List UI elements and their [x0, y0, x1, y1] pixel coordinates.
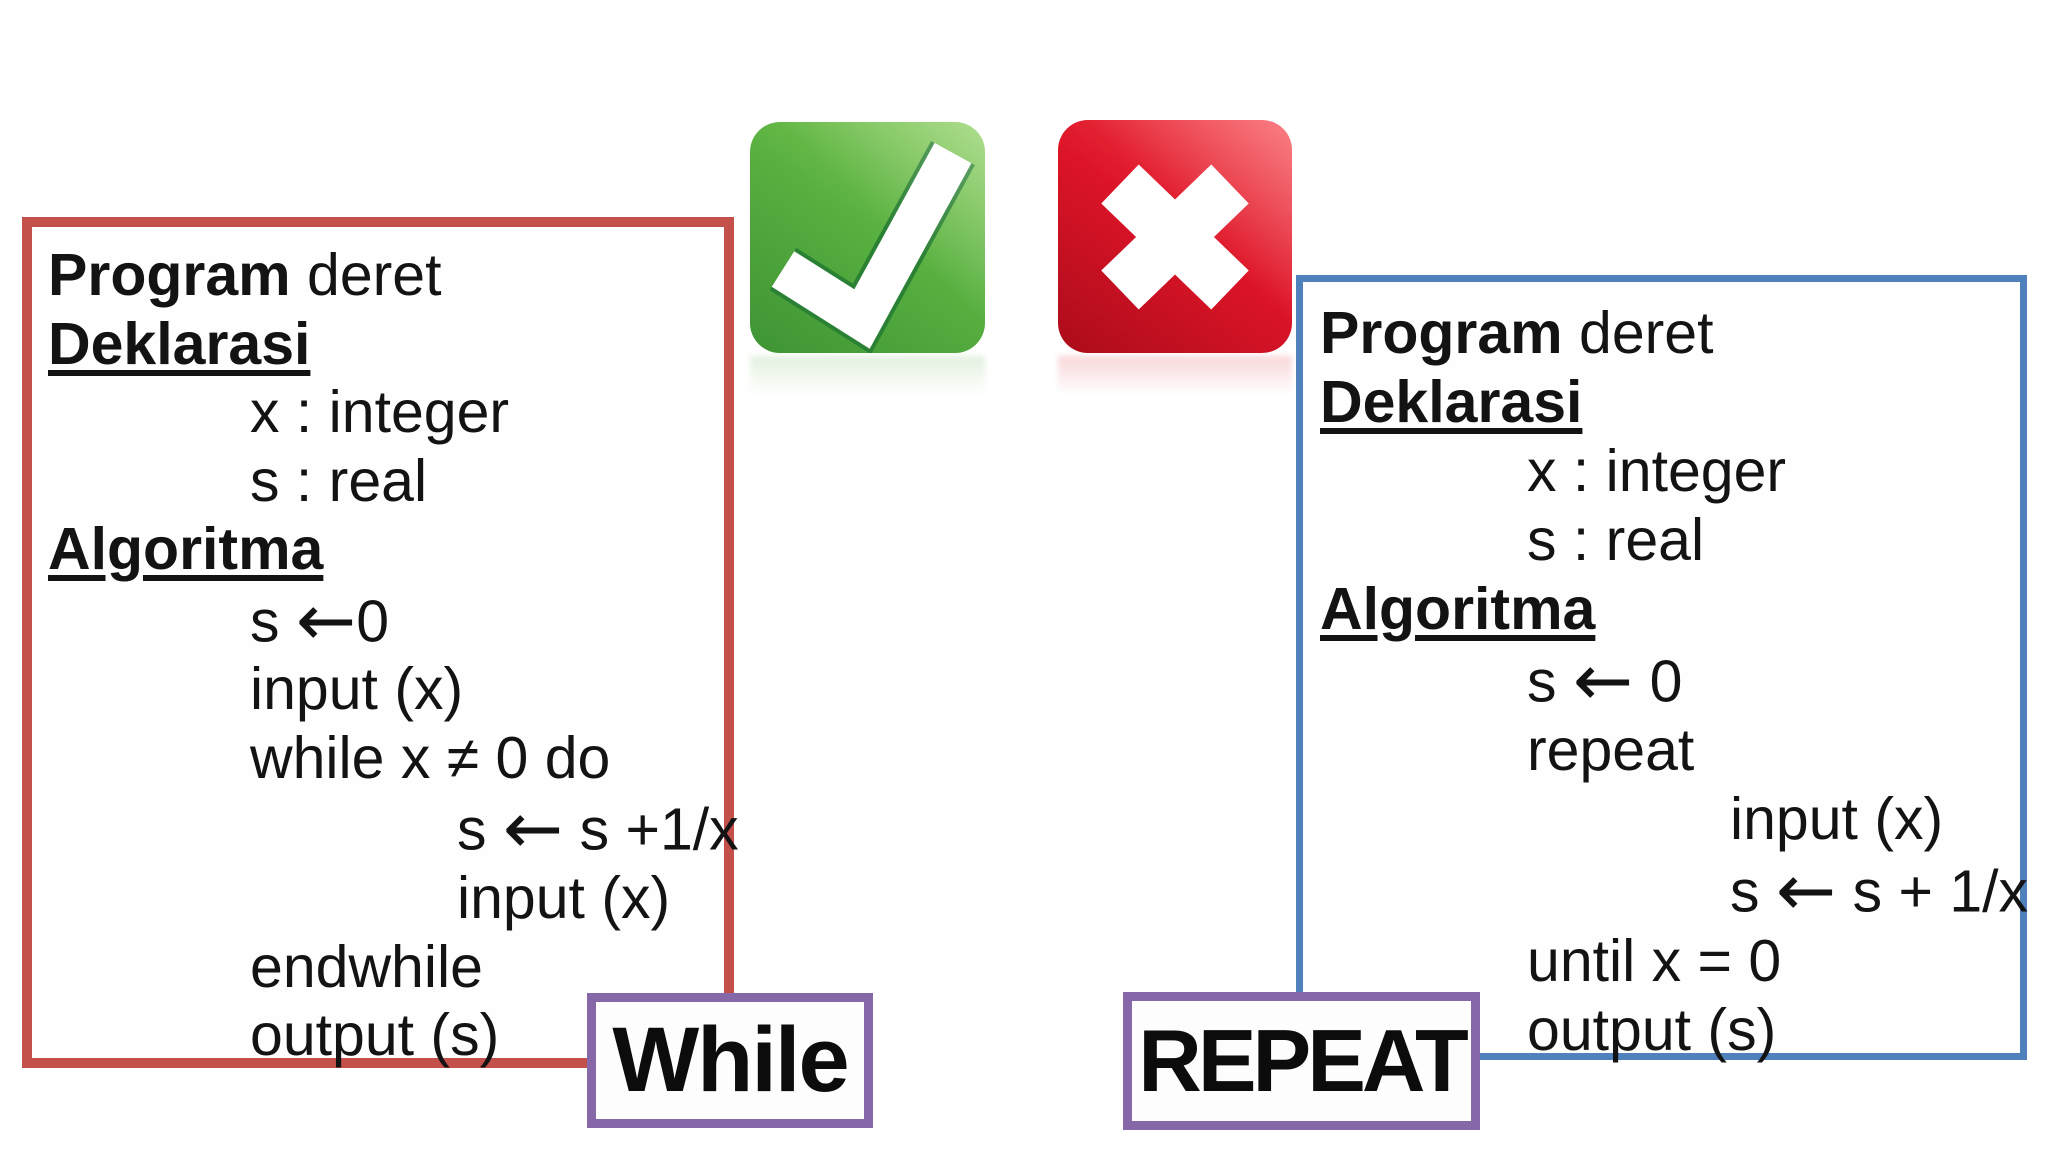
- code-line: x : integer: [48, 378, 724, 447]
- code-text: endwhile: [250, 933, 483, 1000]
- code-line: until x = 0: [1320, 927, 2020, 996]
- code-text: Program: [1320, 300, 1563, 366]
- code-line: Program deret: [48, 241, 724, 310]
- code-text: x : integer: [250, 379, 510, 445]
- code-text: deret: [290, 242, 442, 308]
- code-line: input (x): [48, 864, 724, 933]
- code-text: s + 1/x: [1836, 858, 2029, 925]
- code-line: x : integer: [1320, 437, 2020, 506]
- code-line: s ← s + 1/x: [1320, 854, 2028, 926]
- code-text: s: [250, 587, 296, 654]
- code-line: Deklarasi: [48, 310, 724, 379]
- code-text: input (x): [1730, 786, 1944, 853]
- code-line: input (x): [1320, 785, 2020, 854]
- code-text: repeat: [1527, 717, 1695, 784]
- assign-arrow-symbol: ←: [1775, 848, 1837, 933]
- assign-arrow-symbol: ←: [295, 577, 357, 662]
- cross-icon: [1058, 120, 1292, 353]
- code-line: input (x): [48, 655, 724, 724]
- code-line: s ←0: [48, 584, 724, 656]
- assign-arrow-symbol: ←: [502, 786, 564, 871]
- code-line: endwhile: [48, 933, 724, 1002]
- code-text: input (x): [457, 865, 671, 932]
- code-line: repeat: [1320, 716, 2020, 785]
- code-line: s ← 0: [1320, 644, 2020, 716]
- cross-icon-reflection: [1058, 356, 1292, 402]
- while-label-box: While: [587, 993, 873, 1128]
- code-text: Algoritma: [48, 516, 324, 582]
- repeat-label-box: REPEAT: [1123, 992, 1480, 1130]
- code-line: Deklarasi: [1320, 368, 2020, 437]
- assign-arrow-symbol: ←: [1572, 638, 1634, 722]
- code-text: s : real: [250, 447, 428, 514]
- check-icon: [750, 122, 985, 353]
- code-text: s: [1730, 858, 1776, 925]
- code-text: output (s): [250, 1002, 500, 1069]
- code-line: s : real: [1320, 506, 2020, 575]
- while-label: While: [612, 1009, 849, 1111]
- code-line: while x ≠ 0 do: [48, 724, 724, 793]
- code-text: 0: [1633, 648, 1683, 715]
- checkmark-glyph: [769, 140, 975, 353]
- repeat-label: REPEAT: [1138, 1011, 1468, 1110]
- code-line: s : real: [48, 447, 724, 516]
- code-text: s: [457, 796, 503, 863]
- code-text: deret: [1562, 300, 1714, 366]
- cross-glyph: [1101, 164, 1249, 310]
- code-line: output (s): [48, 1001, 724, 1070]
- code-line: Program deret: [1320, 299, 2020, 368]
- code-line: s ← s +1/x: [48, 792, 739, 864]
- code-text: input (x): [250, 656, 464, 723]
- code-text: Deklarasi: [48, 310, 311, 377]
- code-text: until x = 0: [1527, 927, 1782, 994]
- code-line: output (s): [1320, 996, 2020, 1065]
- code-line: Algoritma: [1320, 575, 2020, 644]
- code-text: s: [1527, 648, 1573, 715]
- code-text: s : real: [1527, 507, 1705, 573]
- code-text: while x ≠ 0 do: [250, 724, 611, 791]
- code-text: x : integer: [1527, 438, 1787, 504]
- code-text: output (s): [1527, 996, 1777, 1063]
- code-text: Algoritma: [1320, 576, 1596, 642]
- check-icon-reflection: [750, 356, 985, 402]
- code-text: 0: [356, 587, 390, 654]
- code-text: s +1/x: [563, 796, 739, 863]
- code-text: Deklarasi: [1320, 369, 1583, 435]
- code-text: Program: [48, 242, 291, 308]
- code-line: Algoritma: [48, 515, 724, 584]
